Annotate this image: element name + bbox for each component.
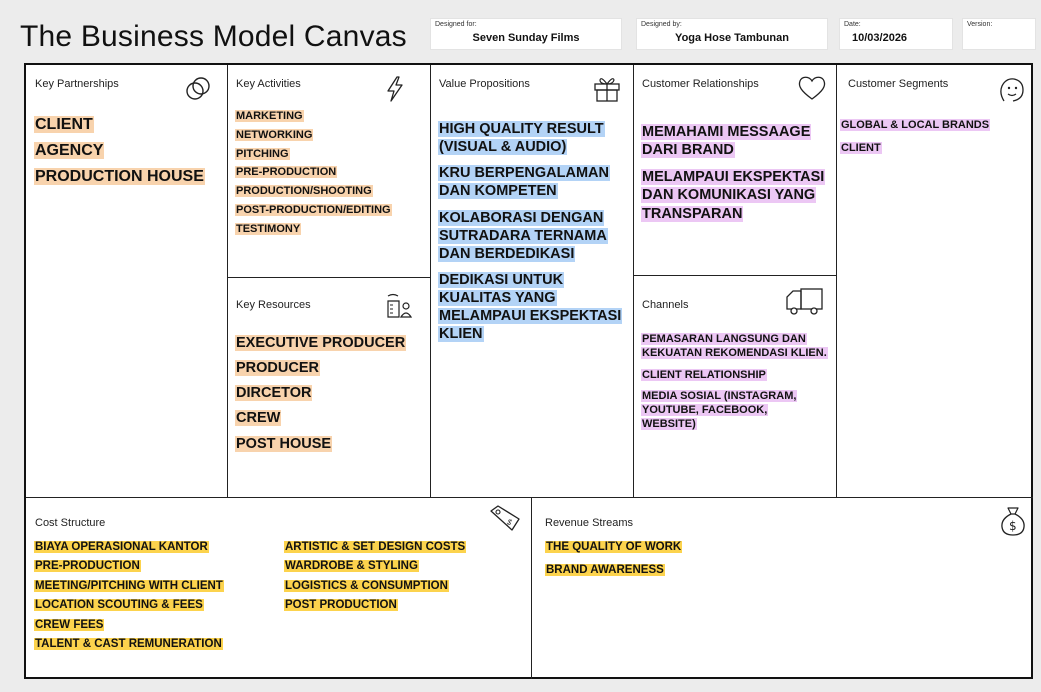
list-item: EXECUTIVE PRODUCER bbox=[235, 335, 407, 351]
svg-text:$: $ bbox=[1009, 519, 1017, 533]
list-item: TALENT & CAST REMUNERATION bbox=[34, 637, 223, 650]
revenue-streams-section: Revenue Streams $ THE QUALITY OF WORK BR… bbox=[531, 497, 1033, 679]
list-item: MELAMPAUI EKSPEKTASI DAN KOMUNIKASI YANG… bbox=[641, 169, 826, 222]
list-item: TESTIMONY bbox=[235, 222, 302, 235]
revenue-streams-list: THE QUALITY OF WORK BRAND AWARENESS bbox=[545, 540, 683, 583]
truck-icon bbox=[786, 288, 823, 315]
list-item: PEMASARAN LANGSUNG DAN KEKUATAN REKOMEND… bbox=[641, 333, 828, 359]
list-item: POST PRODUCTION bbox=[284, 599, 398, 612]
canvas-grid: Key Partnerships CLIENT AGENCY PRODUCTIO… bbox=[24, 63, 1033, 679]
lightning-icon bbox=[387, 76, 403, 102]
divider bbox=[633, 275, 837, 276]
list-item: KOLABORASI DENGAN SUTRADARA TERNAMA DAN … bbox=[438, 209, 608, 262]
divider bbox=[26, 497, 1033, 498]
date-box: Date: 10/03/2026 bbox=[839, 18, 953, 50]
heart-icon bbox=[798, 76, 826, 100]
key-resources-title: Key Resources bbox=[236, 299, 311, 311]
key-activities-title: Key Activities bbox=[236, 78, 301, 90]
list-item: ARTISTIC & SET DESIGN COSTS bbox=[284, 541, 467, 553]
list-item: AGENCY bbox=[34, 142, 105, 159]
list-item: MEETING/PITCHING WITH CLIENT bbox=[34, 579, 224, 592]
designed-for-label: Designed for: bbox=[435, 21, 477, 28]
gift-icon bbox=[594, 78, 620, 102]
list-item: PRE-PRODUCTION bbox=[34, 560, 141, 573]
divider bbox=[531, 497, 532, 679]
list-item: MEMAHAMI MESSAAGE DARI BRAND bbox=[641, 124, 812, 159]
key-resources-list: EXECUTIVE PRODUCER PRODUCER DIRCETOR CRE… bbox=[235, 334, 407, 460]
list-item: CREW FEES bbox=[34, 618, 105, 631]
channels-section: Channels PEMASARAN LANGSUNG DAN KEKUATAN… bbox=[633, 275, 836, 497]
list-item: NETWORKING bbox=[235, 128, 314, 141]
factory-worker-icon bbox=[387, 293, 413, 318]
list-item: LOCATION SCOUTING & FEES bbox=[34, 599, 204, 612]
divider bbox=[633, 65, 634, 497]
list-item: POST HOUSE bbox=[235, 435, 333, 452]
key-partnerships-list: CLIENT AGENCY PRODUCTION HOUSE bbox=[34, 115, 205, 193]
value-propositions-title: Value Propositions bbox=[439, 78, 530, 90]
designed-by-box: Designed by: Yoga Hose Tambunan bbox=[636, 18, 828, 50]
page-title: The Business Model Canvas bbox=[20, 20, 407, 53]
list-item: POST-PRODUCTION/EDITING bbox=[235, 203, 392, 216]
cost-structure-section: Cost Structure $ BIAYA OPERASIONAL KANTO… bbox=[26, 497, 531, 679]
key-activities-list: MARKETING NETWORKING PITCHING PRE-PRODUC… bbox=[235, 110, 392, 241]
list-item: THE QUALITY OF WORK bbox=[545, 541, 683, 553]
list-item: CLIENT bbox=[840, 141, 882, 154]
divider bbox=[836, 65, 837, 497]
designed-by-value: Yoga Hose Tambunan bbox=[675, 32, 789, 44]
list-item: CLIENT bbox=[34, 116, 94, 133]
customer-segments-section: Customer Segments GLOBAL & LOCAL BRANDS … bbox=[836, 65, 1033, 497]
list-item: CLIENT RELATIONSHIP bbox=[641, 368, 767, 381]
list-item: BIAYA OPERASIONAL KANTOR bbox=[34, 541, 209, 553]
customer-relationships-section: Customer Relationships MEMAHAMI MESSAAGE… bbox=[633, 65, 836, 275]
version-label: Version: bbox=[967, 21, 993, 28]
list-item: PRODUCER bbox=[235, 360, 320, 377]
date-value: 10/03/2026 bbox=[852, 32, 908, 44]
list-item: CREW bbox=[235, 410, 282, 427]
cost-structure-list-2: ARTISTIC & SET DESIGN COSTS WARDROBE & S… bbox=[284, 540, 467, 618]
list-item: PRODUCTION/SHOOTING bbox=[235, 185, 373, 197]
smiley-face-icon bbox=[1000, 78, 1024, 102]
list-item: WARDROBE & STYLING bbox=[284, 560, 419, 573]
list-item: MEDIA SOSIAL (INSTAGRAM, YOUTUBE, FACEBO… bbox=[641, 390, 798, 430]
key-resources-section: Key Resources EXECUTIVE PRODUCER PRODUCE… bbox=[227, 277, 430, 497]
key-activities-section: Key Activities MARKETING NETWORKING PITC… bbox=[227, 65, 430, 277]
list-item: PITCHING bbox=[235, 147, 290, 160]
value-propositions-list: HIGH QUALITY RESULT (VISUAL & AUDIO) KRU… bbox=[438, 120, 628, 350]
divider bbox=[227, 65, 228, 497]
list-item: GLOBAL & LOCAL BRANDS bbox=[840, 119, 991, 131]
list-item: PRE-PRODUCTION bbox=[235, 166, 338, 179]
list-item: PRODUCTION HOUSE bbox=[34, 168, 205, 185]
customer-segments-title: Customer Segments bbox=[848, 78, 949, 90]
list-item: KRU BERPENGALAMAN DAN KOMPETEN bbox=[438, 165, 610, 200]
list-item: BRAND AWARENESS bbox=[545, 564, 665, 577]
customer-segments-list: GLOBAL & LOCAL BRANDS CLIENT bbox=[840, 119, 991, 161]
channels-list: PEMASARAN LANGSUNG DAN KEKUATAN REKOMEND… bbox=[641, 333, 836, 437]
list-item: DIRCETOR bbox=[235, 385, 313, 402]
designed-for-box: Designed for: Seven Sunday Films bbox=[430, 18, 622, 50]
value-propositions-section: Value Propositions HIGH QUALITY RESULT (… bbox=[430, 65, 633, 497]
cost-structure-list-1: BIAYA OPERASIONAL KANTOR PRE-PRODUCTION … bbox=[34, 540, 224, 656]
date-label: Date: bbox=[844, 21, 861, 28]
money-bag-icon: $ bbox=[1001, 507, 1025, 536]
cost-structure-title: Cost Structure bbox=[35, 517, 106, 529]
revenue-streams-title: Revenue Streams bbox=[545, 517, 634, 529]
key-partnerships-title: Key Partnerships bbox=[35, 78, 119, 90]
channels-title: Channels bbox=[642, 299, 689, 311]
list-item: HIGH QUALITY RESULT (VISUAL & AUDIO) bbox=[438, 121, 605, 156]
designed-for-value: Seven Sunday Films bbox=[472, 32, 580, 44]
list-item: DEDIKASI UNTUK KUALITAS YANG MELAMPAUI E… bbox=[438, 271, 623, 343]
divider bbox=[227, 277, 431, 278]
price-tag-icon: $ bbox=[490, 505, 520, 531]
svg-text:$: $ bbox=[505, 517, 514, 527]
designed-by-label: Designed by: bbox=[641, 21, 682, 28]
version-box: Version: bbox=[962, 18, 1036, 50]
list-item: MARKETING bbox=[235, 110, 304, 122]
divider bbox=[430, 65, 431, 497]
list-item: LOGISTICS & CONSUMPTION bbox=[284, 579, 449, 592]
key-partnerships-section: Key Partnerships CLIENT AGENCY PRODUCTIO… bbox=[26, 65, 227, 497]
link-icon bbox=[186, 77, 210, 100]
customer-relationships-title: Customer Relationships bbox=[642, 78, 759, 90]
customer-relationships-list: MEMAHAMI MESSAAGE DARI BRAND MELAMPAUI E… bbox=[641, 123, 833, 230]
